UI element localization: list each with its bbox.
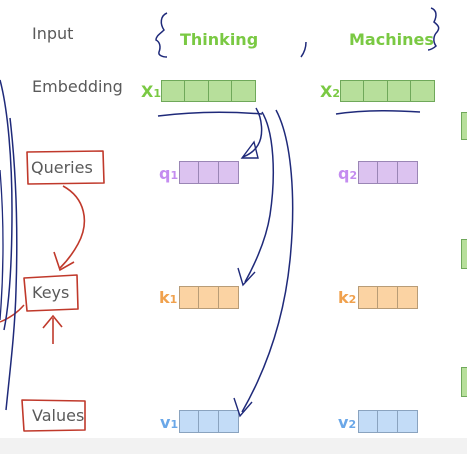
blue-bracket-left — [155, 12, 168, 58]
k2-sub: 2 — [348, 293, 357, 306]
q1-sub: 1 — [170, 169, 179, 182]
blue-arrow-x1-to-k1 — [244, 111, 275, 283]
v2-sub: 2 — [348, 418, 357, 431]
row-label-keys: Keys — [32, 283, 70, 302]
blue-stroke-left-2 — [5, 117, 18, 411]
blue-arrow-x1-to-q1 — [242, 107, 263, 158]
q2-sub: 2 — [349, 169, 358, 182]
q1-letter: q — [159, 164, 171, 183]
bottom-band — [0, 438, 467, 454]
label-q1: q1 — [159, 164, 178, 183]
label-x2: X2 — [320, 82, 340, 101]
v1-letter: v — [160, 413, 171, 432]
label-v2: v2 — [338, 413, 356, 432]
v2-letter: v — [338, 413, 349, 432]
row-label-input: Input — [32, 24, 74, 43]
red-arrowhead-1 — [53, 251, 75, 272]
red-arrowhead-2 — [42, 314, 63, 329]
vector-v2 — [358, 410, 418, 433]
vector-x2 — [340, 80, 435, 102]
red-scribble-left — [0, 304, 25, 323]
vector-x1 — [161, 80, 256, 102]
blue-arrowhead-k1 — [237, 267, 256, 287]
x1-sub: 1 — [153, 87, 161, 100]
word-machines: Machines — [349, 30, 434, 49]
red-arrow-queries-to-keys — [59, 185, 86, 269]
label-v1: v1 — [160, 413, 178, 432]
vector-q2 — [358, 161, 418, 184]
x1-letter: X — [141, 82, 154, 101]
v1-sub: 1 — [170, 418, 179, 431]
word-thinking: Thinking — [180, 30, 259, 49]
vector-q1 — [179, 161, 239, 184]
row-label-embedding: Embedding — [32, 77, 123, 96]
edge-box-3 — [461, 367, 467, 397]
label-x1: X1 — [141, 82, 161, 101]
row-label-queries: Queries — [31, 158, 93, 177]
blue-arrow-x1-to-v1 — [241, 109, 294, 413]
q2-letter: q — [338, 164, 350, 183]
row-label-values: Values — [32, 406, 85, 425]
vector-k1 — [179, 286, 239, 309]
x2-letter: X — [320, 82, 333, 101]
blue-underline-x2 — [335, 109, 421, 115]
k1-letter: k — [159, 288, 170, 307]
label-q2: q2 — [338, 164, 357, 183]
label-k1: k1 — [159, 288, 177, 307]
blue-stroke-left-1 — [0, 79, 13, 331]
vector-k2 — [358, 286, 418, 309]
blue-underline-x1 — [157, 111, 263, 117]
k1-sub: 1 — [169, 293, 178, 306]
blue-comma — [300, 41, 307, 58]
k2-letter: k — [338, 288, 349, 307]
edge-box-2 — [461, 239, 467, 269]
edge-box-1 — [461, 112, 467, 140]
blue-stroke-left-3 — [0, 169, 4, 321]
vector-v1 — [179, 410, 239, 433]
x2-sub: 2 — [332, 87, 340, 100]
blue-arrowhead-q1 — [240, 140, 259, 159]
label-k2: k2 — [338, 288, 356, 307]
